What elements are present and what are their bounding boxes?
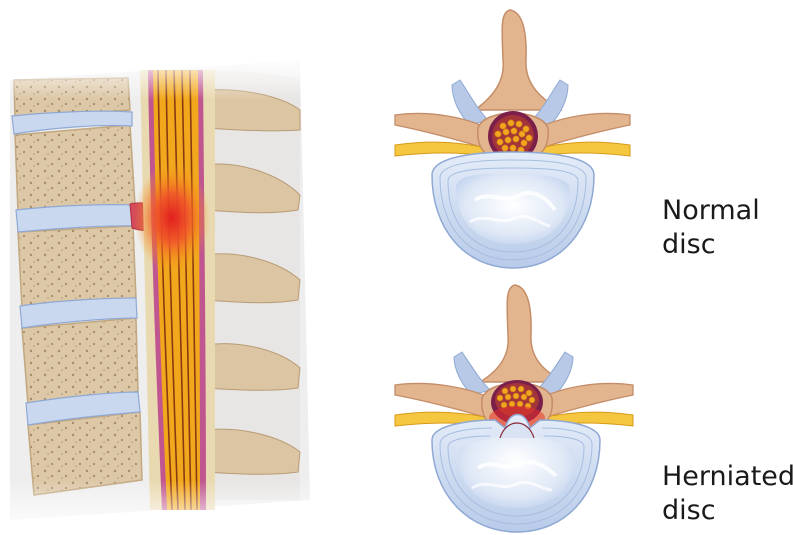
- herniated-disc-label-line2: disc: [662, 494, 793, 528]
- vertebral-bodies: [14, 78, 142, 495]
- lumbar-spine-sagittal-illustration: [0, 55, 310, 535]
- spinal-cord-nerve-bundle: [140, 70, 215, 510]
- normal-disc-label-line1: Normal: [662, 194, 760, 228]
- herniated-disc-label: Herniated disc: [662, 460, 793, 528]
- vertebra-axial-normal-illustration: [395, 10, 630, 268]
- vertebral-body: [15, 125, 135, 212]
- inflammation-glow: [134, 163, 210, 273]
- vertebra-axial-herniated-illustration: [395, 285, 633, 532]
- vertebral-body: [18, 226, 136, 308]
- normal-disc-label: Normal disc: [662, 194, 760, 262]
- herniated-disc-label-line1: Herniated: [662, 460, 793, 494]
- normal-disc-label-line2: disc: [662, 228, 760, 262]
